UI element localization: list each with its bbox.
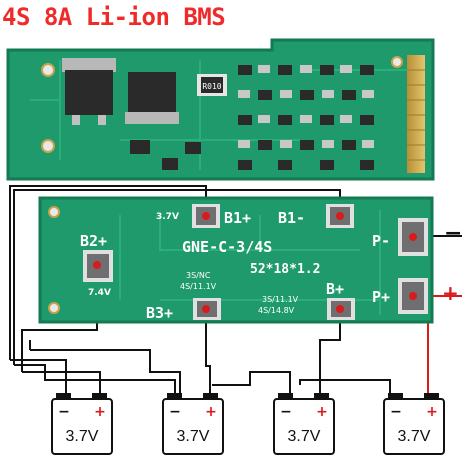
pad-b3-plus — [193, 298, 221, 320]
top-pcb: R010 — [6, 38, 435, 181]
battery-3-neg: − — [280, 404, 292, 420]
pad-p-minus — [398, 218, 428, 256]
battery-1: − + 3.7V — [51, 393, 113, 455]
mosfet-2 — [125, 72, 179, 124]
battery-2-pos: + — [205, 404, 217, 420]
silk-4s-11-1v: 4S/11.1V — [180, 282, 217, 291]
silk-7-4v: 7.4V — [88, 288, 111, 298]
pad-b2-plus — [83, 250, 113, 282]
bottom-pcb: B1+ B1- B2+ B3+ B+ P- P+ GNE-C-3/4S 52*1… — [38, 196, 434, 324]
silk-3-7v: 3.7V — [156, 212, 179, 222]
smd-grid — [238, 65, 374, 170]
label-b-plus: B+ — [326, 280, 344, 298]
battery-3-voltage: 3.7V — [288, 428, 321, 445]
label-b2-plus: B2+ — [80, 232, 107, 250]
battery-2-voltage: 3.7V — [177, 428, 210, 445]
silk-4s-14-8v: 4S/14.8V — [258, 306, 295, 315]
silk-3s-11-1v: 3S/11.1V — [262, 295, 299, 304]
battery-4-pos: + — [426, 404, 438, 420]
board-dimensions: 52*18*1.2 — [250, 262, 320, 277]
sense-resistor: R010 — [197, 74, 227, 96]
ic-small-3 — [162, 158, 178, 170]
resistor-marking: R010 — [202, 82, 221, 91]
output-minus-symbol: − — [444, 221, 462, 246]
pad-b1-minus — [326, 204, 354, 228]
ic-small-2 — [185, 142, 201, 154]
label-p-minus: P- — [372, 232, 390, 250]
battery-2-neg: − — [169, 404, 181, 420]
label-p-plus: P+ — [372, 288, 390, 306]
label-b3-plus: B3+ — [146, 304, 173, 322]
label-b1-minus: B1- — [278, 209, 305, 227]
battery-4: − + 3.7V — [383, 393, 445, 455]
battery-1-neg: − — [58, 404, 70, 420]
battery-4-voltage: 3.7V — [398, 428, 431, 445]
pad-p-plus — [398, 278, 428, 314]
ic-small-1 — [130, 140, 150, 154]
battery-1-pos: + — [94, 404, 106, 420]
battery-1-voltage: 3.7V — [66, 428, 99, 445]
output-plus-symbol: + — [442, 281, 459, 305]
battery-4-neg: − — [390, 404, 402, 420]
page-title: 4S 8A Li-ion BMS — [2, 3, 226, 31]
label-b1-plus: B1+ — [224, 209, 251, 227]
mosfet-1 — [62, 58, 116, 125]
battery-2: − + 3.7V — [162, 393, 224, 455]
edge-contacts — [407, 55, 425, 173]
board-model: GNE-C-3/4S — [182, 238, 272, 256]
silk-3s-nc: 3S/NC — [186, 271, 211, 280]
battery-3-pos: + — [316, 404, 328, 420]
battery-3: − + 3.7V — [273, 393, 335, 455]
pad-b1-plus — [192, 204, 220, 228]
pad-b-plus — [327, 298, 355, 320]
